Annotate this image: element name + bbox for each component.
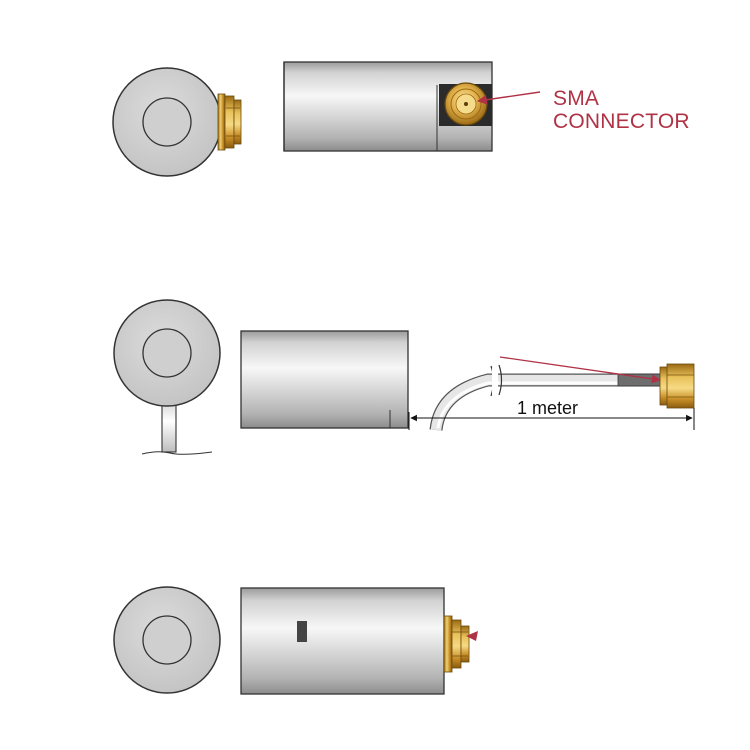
bottom-side-body: [240, 587, 445, 695]
top-end-view: [112, 67, 242, 177]
cable: [429, 364, 663, 432]
sma-callout-line-2: CONNECTOR: [553, 110, 690, 133]
bottom-sma-connector: [443, 615, 470, 673]
sma-callout-arrow: [477, 91, 541, 105]
top-end-sma-nut: [217, 93, 242, 151]
bottom-variant: [113, 586, 478, 695]
middle-callout-arrow: [499, 356, 661, 384]
bottom-end-view: [113, 586, 221, 694]
sma-connector-face: [439, 82, 492, 126]
cable-sma-connector: [659, 363, 695, 409]
length-dimension: [408, 408, 695, 430]
middle-side-body: [240, 330, 409, 429]
bottom-side-slot: [297, 621, 307, 642]
cable-length-label: 1 meter: [517, 398, 579, 418]
middle-variant: [113, 299, 695, 455]
sma-callout-line-1: SMA: [553, 87, 600, 110]
top-variant: [112, 61, 541, 177]
bottom-callout-arrowhead: [466, 631, 478, 641]
middle-end-view: [113, 299, 221, 455]
